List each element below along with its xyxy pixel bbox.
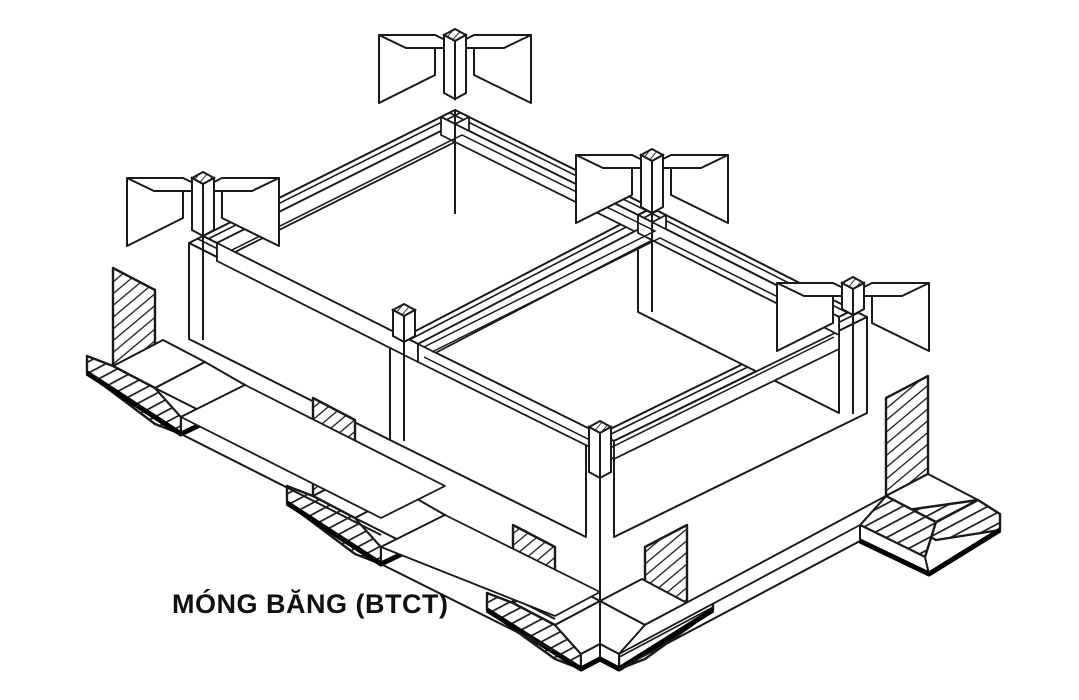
base-edge-b (380, 563, 556, 652)
base-strip-left-to-center (180, 384, 446, 519)
column-left-face (640, 153, 653, 215)
footing-base-strips (180, 384, 887, 655)
column-stub-right-lower (839, 275, 867, 317)
base-edge-c (618, 540, 861, 670)
column-stub-center (390, 302, 418, 344)
column-right-face (403, 308, 416, 344)
base-strip-center-to-bottom (380, 514, 601, 617)
column-right-face (599, 425, 612, 480)
column-stub-top-center (441, 27, 469, 101)
inner-edge-center-right (408, 210, 658, 341)
top-node-wings (378, 34, 532, 104)
column-left-face (588, 425, 601, 480)
base-strip-bottom-to-right (618, 495, 887, 655)
figure-caption: MÓNG BĂNG (BTCT) (172, 588, 448, 619)
footing-base-strip-edges (180, 433, 861, 670)
left-node-wings (126, 177, 280, 247)
column-stub-bottom (586, 419, 614, 480)
cell-upper-right-floor (431, 237, 833, 353)
cell-upper-left-floor (231, 134, 657, 348)
base-edge-a (180, 433, 382, 536)
column-left-face (191, 176, 204, 238)
footing-right-shadow-edge (858, 527, 1002, 577)
column-stub-left (189, 170, 217, 238)
column-stubs (189, 27, 867, 480)
column-right-face (202, 176, 215, 238)
column-right-face (454, 33, 467, 101)
beam-outer-side-walls (188, 214, 868, 538)
column-right-face (651, 153, 664, 215)
footing-bottomleft-shadow-edge (485, 607, 602, 672)
column-left-face (841, 281, 854, 317)
column-left-face (392, 308, 405, 344)
column-right-face (852, 281, 865, 317)
column-stub-right-upper (638, 147, 666, 215)
column-left-face (443, 33, 456, 101)
cut-section-right (858, 374, 1002, 577)
right-upper-node-wings (575, 154, 729, 224)
